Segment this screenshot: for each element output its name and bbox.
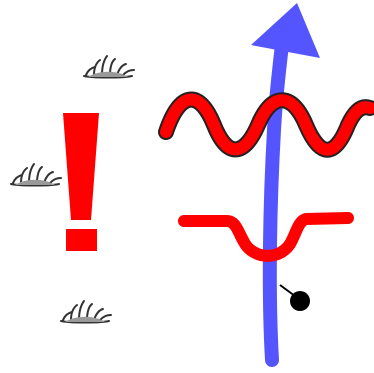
up-arrow-icon bbox=[251, 3, 320, 360]
grass-tuft-icon bbox=[11, 164, 61, 186]
pin-dot-icon bbox=[290, 291, 310, 311]
grass-tuft-icon bbox=[61, 301, 111, 323]
grass-tuft-icon bbox=[84, 56, 134, 78]
exclamation-mark-icon bbox=[63, 113, 99, 251]
